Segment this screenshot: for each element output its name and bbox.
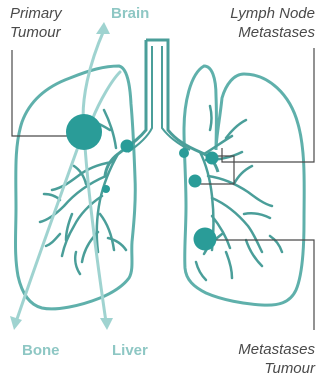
metastases-tumour-label: Metastases Tumour xyxy=(238,340,315,378)
bone-label: Bone xyxy=(22,342,60,359)
lymph-node-right-1 xyxy=(179,148,189,158)
lymph-label-line2: Metastases xyxy=(230,23,315,42)
right-lung-outline xyxy=(184,66,304,305)
right-bronchial-tree xyxy=(196,106,282,280)
leader-lymph xyxy=(222,48,314,162)
primary-tumour-label: Primary Tumour xyxy=(10,4,62,42)
metastases-label-line1: Metastases xyxy=(238,340,315,359)
arrow-to-liver xyxy=(84,130,106,322)
bone-arrowhead xyxy=(10,316,22,330)
primary-label-line1: Primary xyxy=(10,4,62,23)
trachea-inner xyxy=(128,46,190,152)
lymph-node-left-1 xyxy=(121,140,134,153)
liver-label: Liver xyxy=(112,342,148,359)
metastases-tumour xyxy=(194,228,217,251)
metastases-label-line2: Tumour xyxy=(238,359,315,378)
lymph-node-left-2 xyxy=(102,185,110,193)
lymph-node-right-3 xyxy=(189,175,202,188)
lymph-node-label: Lymph Node Metastases xyxy=(230,4,315,42)
lymph-label-line1: Lymph Node xyxy=(230,4,315,23)
primary-tumour xyxy=(66,114,102,150)
brain-arrowhead xyxy=(96,22,110,34)
liver-arrowhead xyxy=(100,318,113,330)
primary-label-line2: Tumour xyxy=(10,23,62,42)
lymph-node-right-2 xyxy=(206,152,219,165)
brain-label: Brain xyxy=(111,5,149,22)
